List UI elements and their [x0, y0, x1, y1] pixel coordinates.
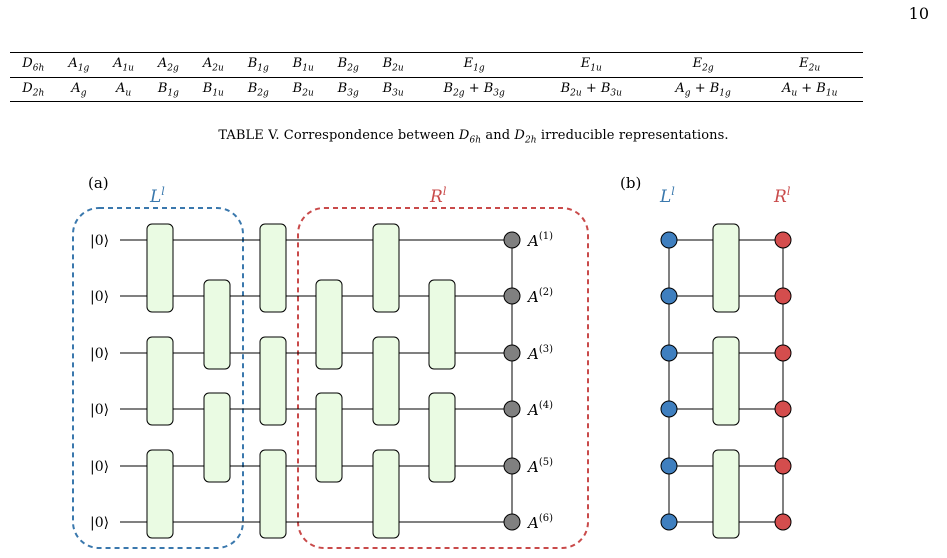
- table-cell: B2u + B3u: [532, 77, 650, 103]
- table-cell: A1u: [101, 52, 146, 78]
- table-cell: B2g: [235, 77, 281, 103]
- table-cell: D2h: [10, 77, 57, 103]
- table-cell: B1g: [235, 52, 281, 78]
- two-qubit-gate: [259, 449, 287, 539]
- output-node: [503, 400, 521, 418]
- page-number: 10: [908, 4, 929, 23]
- table-cell: A2u: [190, 52, 236, 78]
- left-node: [660, 287, 678, 305]
- output-node: [503, 344, 521, 362]
- two-qubit-gate: [146, 449, 174, 539]
- table-cell: B3u: [370, 77, 416, 103]
- output-label: A(6): [526, 513, 553, 532]
- left-node: [660, 231, 678, 249]
- right-node: [774, 457, 792, 475]
- caption-text: TABLE V. Correspondence between: [218, 128, 459, 143]
- output-label: A(3): [526, 344, 553, 363]
- output-node: [503, 457, 521, 475]
- table-cell: B1u: [280, 52, 326, 78]
- caption-symbol-1: D6h: [458, 128, 482, 146]
- right-region-label: Rl: [429, 185, 447, 207]
- table-cell: E2u: [756, 52, 863, 78]
- table-cell: Au + B1u: [756, 77, 863, 103]
- ket-label: |0⟩: [90, 289, 109, 305]
- left-node: [660, 457, 678, 475]
- panel-b: (b) Ll Rl: [620, 174, 792, 539]
- right-node: [774, 344, 792, 362]
- two-qubit-gate-b: [712, 336, 740, 426]
- two-qubit-gate: [146, 223, 174, 313]
- right-node: [774, 231, 792, 249]
- ket-label: |0⟩: [90, 515, 109, 531]
- table-cell: B2g: [325, 52, 371, 78]
- right-node: [774, 513, 792, 531]
- output-node: [503, 231, 521, 249]
- two-qubit-gate: [203, 392, 231, 483]
- left-region-box: [72, 207, 244, 549]
- table-cell: Ag: [56, 77, 102, 103]
- table-cell: E2g: [649, 52, 757, 78]
- output-node: [503, 513, 521, 531]
- output-label: A(1): [526, 231, 553, 250]
- caption-text-middle: and: [481, 128, 515, 143]
- ket-label: |0⟩: [90, 459, 109, 475]
- two-qubit-gate: [372, 223, 400, 313]
- table-cell: B1u: [190, 77, 236, 103]
- output-node: [503, 287, 521, 305]
- two-qubit-gate: [372, 336, 400, 426]
- left-node: [660, 400, 678, 418]
- table-cell: E1u: [532, 52, 650, 78]
- table-cell: B3g: [325, 77, 371, 103]
- left-label-b: Ll: [659, 185, 675, 207]
- left-node: [660, 513, 678, 531]
- two-qubit-gate: [259, 223, 287, 313]
- caption-symbol-2: D2h: [514, 128, 537, 146]
- two-qubit-gate-b: [712, 449, 740, 539]
- two-qubit-gate: [259, 336, 287, 426]
- table-cell: D6h: [10, 52, 57, 78]
- two-qubit-gate: [203, 279, 231, 370]
- two-qubit-gate: [428, 279, 456, 370]
- two-qubit-gate: [372, 449, 400, 539]
- two-qubit-gate-b: [712, 223, 740, 313]
- caption-text-suffix: irreducible representations.: [536, 128, 729, 143]
- ket-label: |0⟩: [90, 233, 109, 249]
- two-qubit-gate: [428, 392, 456, 483]
- table-cell: Ag + B1g: [649, 77, 757, 103]
- two-qubit-gate: [315, 392, 343, 483]
- table-cell: B2u: [280, 77, 326, 103]
- output-label: A(4): [526, 400, 553, 419]
- right-node: [774, 287, 792, 305]
- circuit-figure: (a) Ll Rl |0⟩ |0⟩ |0⟩ |0⟩ |0⟩ |0⟩ A(1) A(2) A(3) A(4…: [72, 174, 792, 549]
- table-cell: B1g: [145, 77, 191, 103]
- panel-a-label: (a): [88, 174, 109, 192]
- two-qubit-gate: [146, 336, 174, 426]
- table-cell: A1g: [56, 52, 102, 78]
- panel-a: (a) Ll Rl |0⟩ |0⟩ |0⟩ |0⟩ |0⟩ |0⟩ A(1) A(2) A(3) A(4…: [72, 174, 589, 549]
- left-node: [660, 344, 678, 362]
- ket-label: |0⟩: [90, 346, 109, 362]
- ket-label: |0⟩: [90, 402, 109, 418]
- output-label: A(2): [526, 287, 553, 306]
- table-cell: B2u: [370, 52, 416, 78]
- panel-b-label: (b): [620, 174, 641, 192]
- table-cell: A2g: [145, 52, 191, 78]
- right-node: [774, 400, 792, 418]
- right-label-b: Rl: [773, 185, 791, 207]
- table-caption: TABLE V. Correspondence between D6h and …: [0, 128, 947, 146]
- left-region-label: Ll: [149, 185, 165, 207]
- right-region-box: [297, 207, 589, 549]
- table-cell: E1g: [415, 52, 533, 78]
- output-label: A(5): [526, 457, 553, 476]
- table-cell: Au: [101, 77, 146, 103]
- two-qubit-gate: [315, 279, 343, 370]
- table-cell: B2g + B3g: [415, 77, 533, 103]
